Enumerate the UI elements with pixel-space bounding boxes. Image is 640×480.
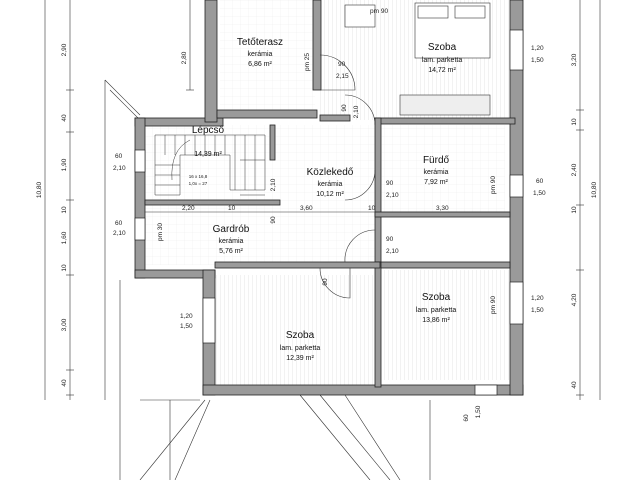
door-label: pm 90 xyxy=(490,296,497,314)
room-material: lam. parketta xyxy=(416,307,457,314)
dimension-label: 2,20 xyxy=(182,205,195,212)
left-dimension-chain xyxy=(44,0,194,400)
door-label: pm 30 xyxy=(157,223,164,241)
door-label: pm 25 xyxy=(304,53,311,71)
room-area: 6,86 m² xyxy=(248,61,272,68)
room-label-lepcso: Lépcső 14,39 m² xyxy=(192,125,225,158)
door-label: 90 xyxy=(386,180,394,187)
room-name: Lépcső xyxy=(192,125,225,136)
room-name: Szoba xyxy=(428,42,457,53)
window-label: 1,50 xyxy=(475,405,482,418)
room-name: Fürdő xyxy=(423,155,450,166)
room-fill-szoba-right xyxy=(380,270,510,380)
door-swings xyxy=(240,54,376,299)
room-label-szoba-bottom: Szoba lam. parketta 12,39 m² xyxy=(280,330,321,362)
room-label-kozlekedo: Közlekedő kerámia 10,12 m² xyxy=(307,167,354,198)
dimension-label: 10 xyxy=(571,118,578,126)
stair-note: 1,0x = 27 xyxy=(189,181,208,186)
room-area: 7,92 m² xyxy=(424,179,448,186)
door-label: 90 xyxy=(386,236,394,243)
room-area: 10,12 m² xyxy=(316,191,344,198)
dimension-label: 3,20 xyxy=(571,53,578,66)
dimension-label: 10 xyxy=(61,264,68,272)
window-label: 1,50 xyxy=(180,323,193,330)
staircase xyxy=(154,134,266,196)
dimension-label: 2,90 xyxy=(61,43,68,56)
dimension-label: 2,40 xyxy=(571,163,578,176)
door-label: 90 xyxy=(322,278,329,286)
window-label: 60 xyxy=(115,220,123,227)
dimension-label: 10 xyxy=(571,206,578,214)
bed-furniture xyxy=(344,2,491,116)
dimension-label: 40 xyxy=(571,381,578,389)
window-label: 2,10 xyxy=(113,165,126,172)
window-label: 1,50 xyxy=(531,307,544,314)
window-label: 2,10 xyxy=(113,230,126,237)
room-fill-furdo xyxy=(380,125,505,215)
room-area: 14,72 m² xyxy=(428,67,456,74)
window-label: 1,20 xyxy=(531,295,544,302)
dimension-label: 10,80 xyxy=(591,181,598,198)
door-label: 90 xyxy=(338,61,346,68)
door-label: 2,10 xyxy=(353,105,360,118)
door-label: 90 xyxy=(341,104,348,112)
room-name: Közlekedő xyxy=(307,167,354,178)
room-name: Gardrób xyxy=(213,224,250,235)
dimension-label: 1,60 xyxy=(61,231,68,244)
window-label: 1,50 xyxy=(531,57,544,64)
door-label: 2,10 xyxy=(386,192,399,199)
window-label: 60 xyxy=(463,414,470,422)
window-label: 1,20 xyxy=(531,45,544,52)
window-label: 60 xyxy=(115,153,123,160)
right-dimension-chain xyxy=(576,0,601,400)
door-label: 90 xyxy=(270,216,277,224)
room-material: lam. parketta xyxy=(422,57,463,64)
dimension-label: 10,80 xyxy=(36,181,43,198)
dimension-label: 10 xyxy=(228,205,236,212)
dimension-label: 10 xyxy=(368,205,376,212)
dimension-label: 3,60 xyxy=(300,205,313,212)
room-fill-szoba-bottom xyxy=(215,275,380,385)
dimension-label: 3,30 xyxy=(436,205,449,212)
stair-note: 16 x 16,8 xyxy=(189,174,208,179)
window-label: 60 xyxy=(536,178,544,185)
room-name: Tetőterasz xyxy=(237,37,283,48)
dimension-label: 40 xyxy=(61,114,68,122)
room-material: lam. parketta xyxy=(280,345,321,352)
room-area: 14,39 m² xyxy=(194,151,222,158)
room-fill-tetoterasz xyxy=(220,0,315,110)
dimension-label: 2,80 xyxy=(181,51,188,64)
room-material: kerámia xyxy=(318,181,343,188)
door-label: pm 90 xyxy=(490,176,497,194)
room-area: 5,76 m² xyxy=(219,248,243,255)
door-label: pm 90 xyxy=(370,8,388,15)
dimension-label: 3,00 xyxy=(61,318,68,331)
dimension-label: 40 xyxy=(61,379,68,387)
room-label-szoba-top: Szoba lam. parketta 14,72 m² xyxy=(422,42,463,74)
room-material: kerámia xyxy=(248,51,273,58)
window-label: 1,50 xyxy=(533,190,546,197)
door-label: 2,10 xyxy=(270,178,277,191)
room-area: 12,39 m² xyxy=(286,355,314,362)
dimension-label: 1,90 xyxy=(61,158,68,171)
room-name: Szoba xyxy=(422,292,451,303)
room-name: Szoba xyxy=(286,330,315,341)
room-label-szoba-right: Szoba lam. parketta 13,86 m² xyxy=(416,292,457,324)
room-material: kerámia xyxy=(219,238,244,245)
room-label-tetoterasz: Tetőterasz kerámia 6,86 m² xyxy=(237,37,283,68)
dimension-label: 10 xyxy=(61,206,68,214)
room-area: 13,86 m² xyxy=(422,317,450,324)
room-label-gardrob: Gardrób kerámia 5,76 m² xyxy=(213,224,250,255)
door-label: 2,10 xyxy=(386,248,399,255)
door-label: 2,15 xyxy=(336,73,349,80)
window-label: 1,20 xyxy=(180,313,193,320)
room-material: kerámia xyxy=(424,169,449,176)
windows xyxy=(134,29,524,396)
dimension-label: 4,20 xyxy=(571,293,578,306)
room-label-furdo: Fürdő kerámia 7,92 m² xyxy=(423,155,450,186)
